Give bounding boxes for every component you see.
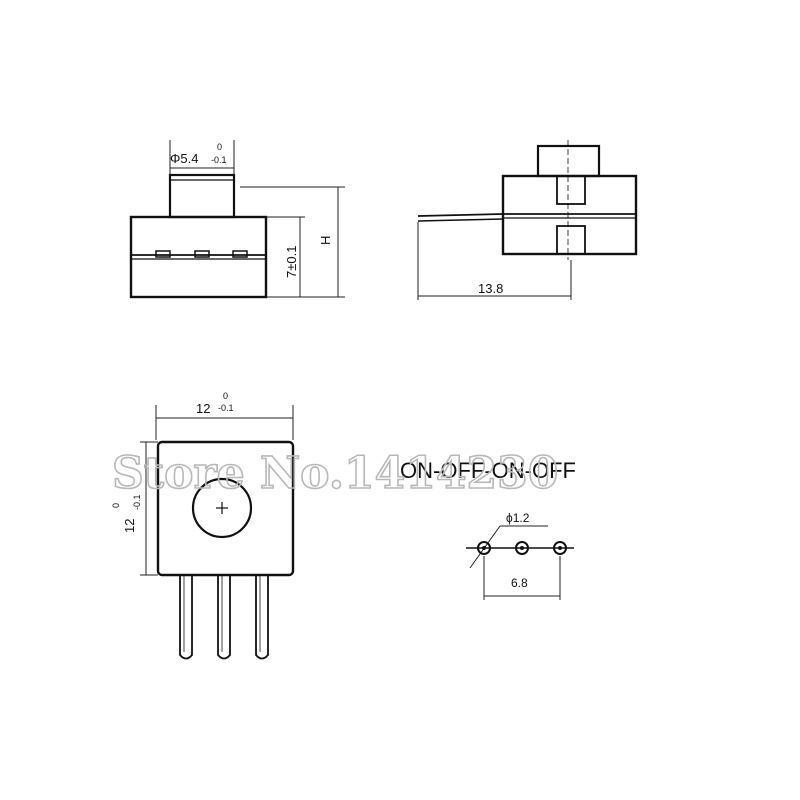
side-body [501, 174, 638, 256]
button-cap [168, 173, 236, 219]
side-view: 13.8 [417, 140, 638, 300]
width-tol-lower: -0.1 [218, 403, 234, 413]
width-label: 12 [196, 401, 210, 416]
store-watermark: Store No.1414230 [112, 448, 558, 499]
top-body [156, 440, 295, 577]
schematic: ON-OFF-ON-OFF ϕ1.2 6.8 [400, 458, 576, 600]
width-tol-upper: 0 [223, 391, 228, 401]
h-label: H [318, 236, 333, 245]
diameter-tol-upper: 0 [217, 142, 222, 152]
pin-hole-2 [515, 541, 529, 555]
pin-left [179, 575, 193, 660]
diameter-tol-lower: -0.1 [211, 155, 227, 165]
height-label: 7±0.1 [284, 246, 299, 278]
pin-hole-3 [553, 541, 567, 555]
top-view: 12 0 -0.1 12 0 -0.1 [111, 391, 295, 660]
depth-tol-upper: 0 [111, 503, 121, 508]
switch-mode-title: ON-OFF-ON-OFF [400, 458, 576, 483]
diameter-label: Φ5.4 [170, 151, 198, 166]
side-button-cap [536, 144, 601, 178]
depth-tol-lower: -0.1 [132, 494, 142, 510]
pitch-label: 6.8 [511, 576, 528, 590]
pin-middle [217, 575, 231, 660]
pin-hole-1 [477, 541, 491, 555]
length-label: 13.8 [478, 281, 503, 296]
depth-label: 12 [122, 519, 137, 533]
switch-body [129, 215, 268, 299]
hole-label: ϕ1.2 [506, 511, 530, 525]
pin-right [255, 575, 269, 660]
button-circle [191, 477, 253, 539]
front-view: Φ5.4 0 -0.1 7±0.1 H [129, 140, 345, 299]
